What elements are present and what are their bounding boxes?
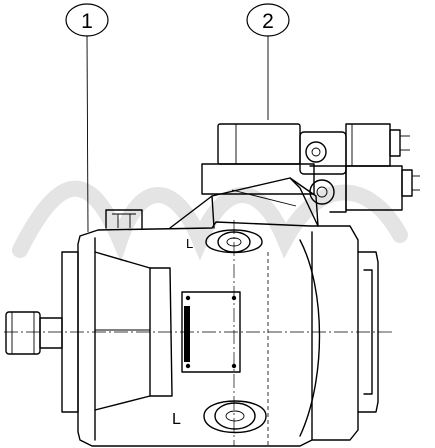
swash-cover <box>169 177 319 229</box>
upper-port-label: L <box>186 236 193 251</box>
controller-assembly <box>201 123 420 213</box>
lower-port-label: L <box>172 411 181 428</box>
callout-1: 1 <box>65 3 109 233</box>
callout-2-label: 2 <box>262 10 274 33</box>
watermark <box>12 180 408 263</box>
pump-housing <box>4 221 392 447</box>
top-boss <box>105 209 143 229</box>
callout-2: 2 <box>246 3 290 120</box>
lower-port: L <box>172 400 267 434</box>
callout-1-label: 1 <box>81 10 93 33</box>
